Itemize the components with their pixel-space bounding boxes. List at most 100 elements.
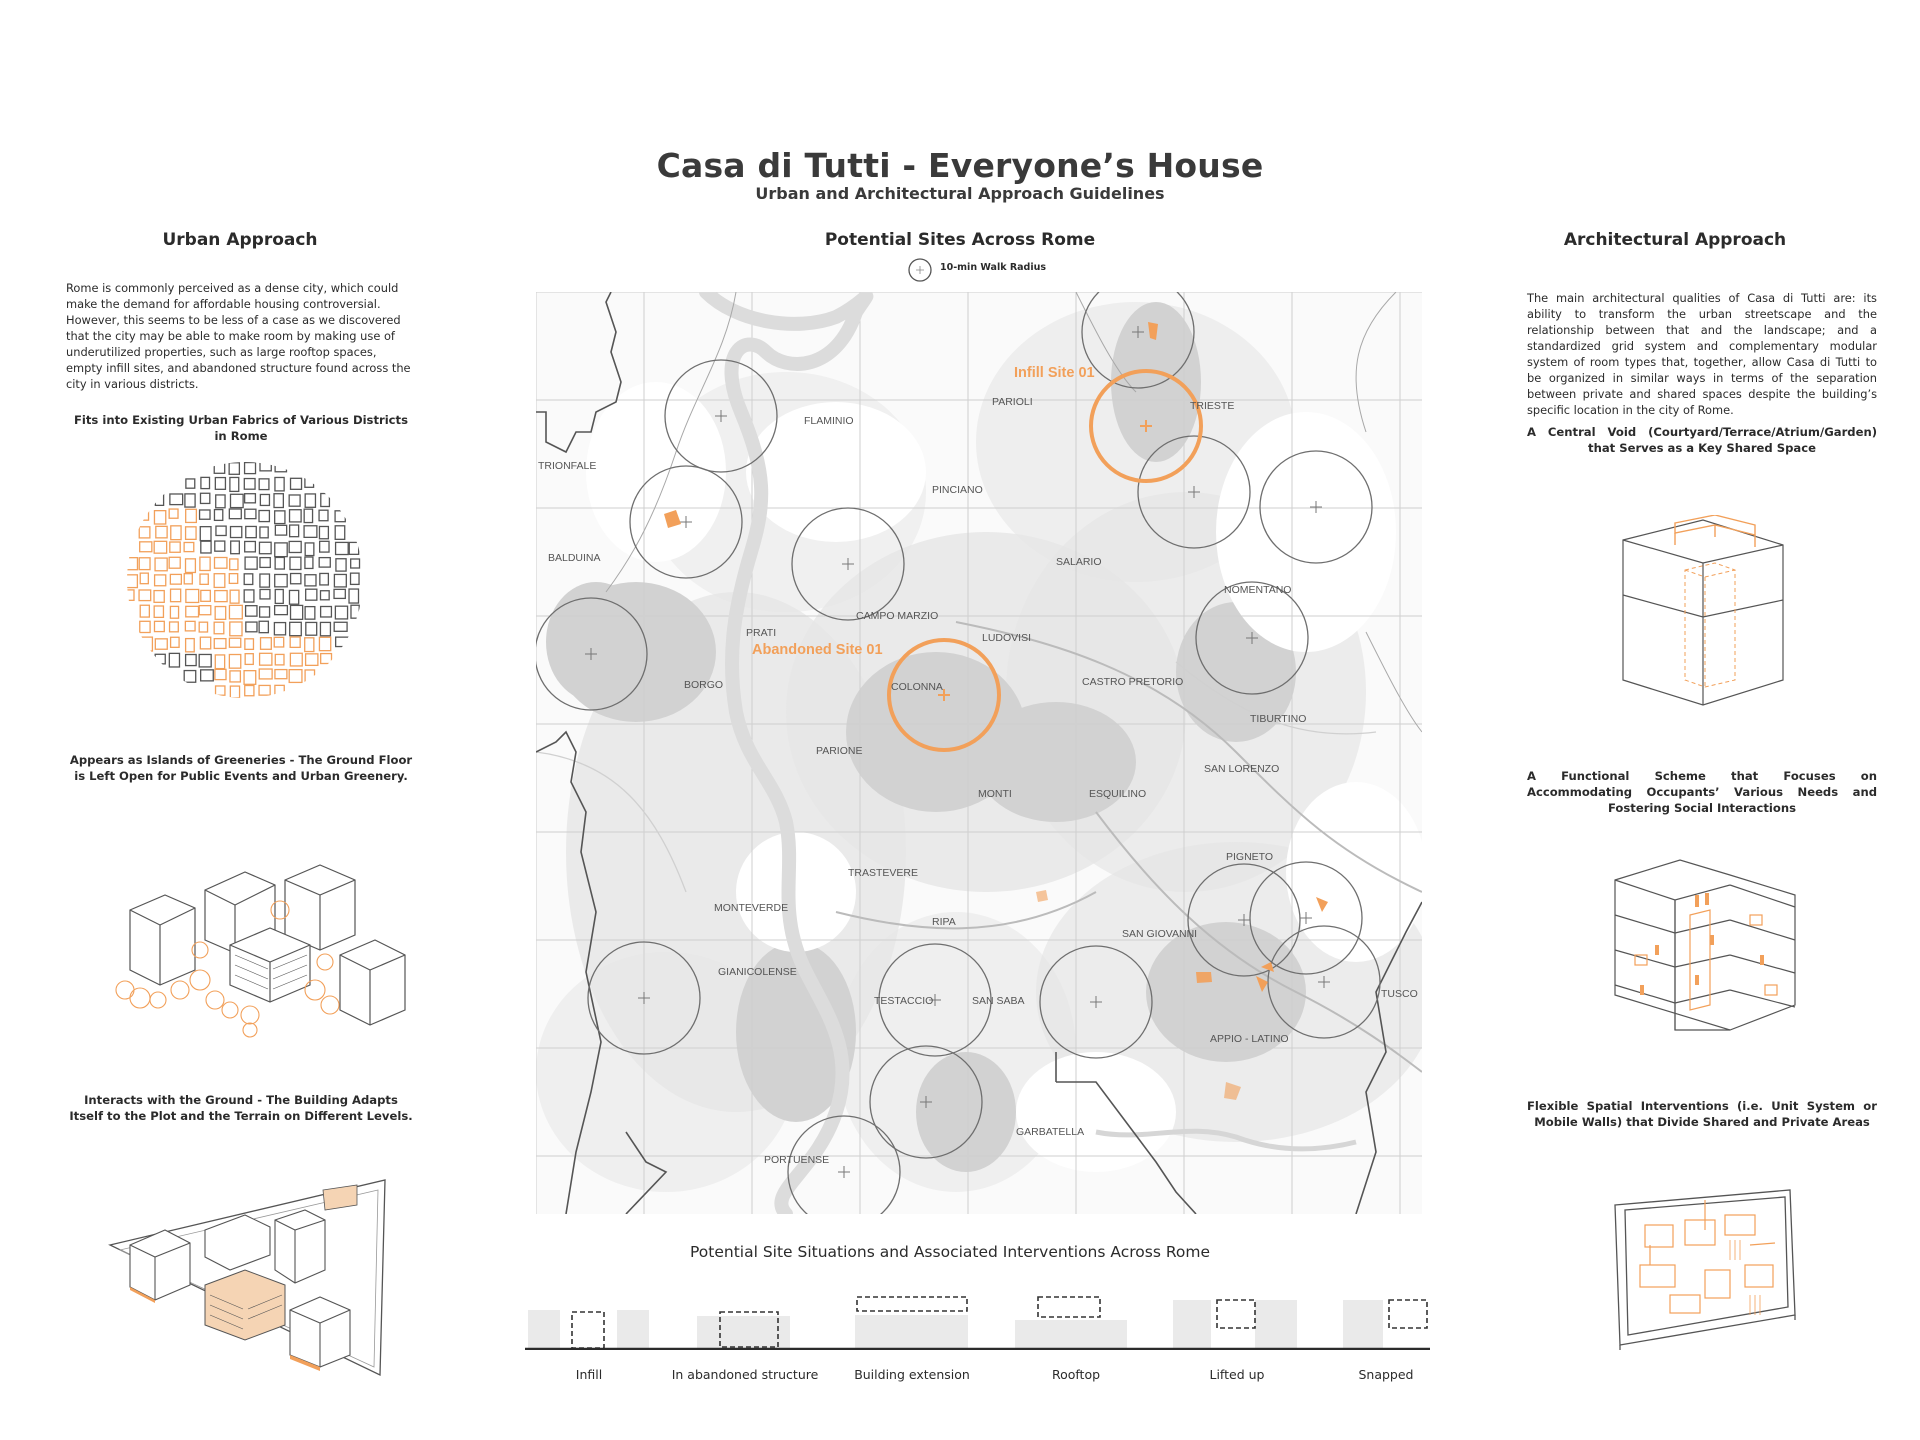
fabric-block	[154, 653, 166, 665]
fabric-block	[288, 668, 303, 684]
fabric-block	[228, 653, 242, 669]
fabric-block	[318, 540, 330, 553]
fabric-block	[214, 668, 227, 681]
fabric-block	[184, 526, 197, 540]
central-void-diagram	[1622, 515, 1784, 706]
fabric-block	[258, 652, 273, 666]
district-label: APPIO - LATINO	[1210, 1033, 1289, 1045]
walk-radius-center	[920, 1096, 932, 1108]
fabric-block	[168, 556, 181, 569]
district-label: LUDOVISI	[982, 632, 1031, 644]
district-label: MONTI	[978, 788, 1012, 800]
fabric-block	[243, 477, 256, 490]
fabric-block	[153, 605, 165, 619]
fabric-block	[183, 541, 195, 553]
fabric-block	[229, 621, 243, 637]
page-subtitle: Urban and Architectural Approach Guideli…	[755, 184, 1165, 203]
fabric-block	[169, 573, 182, 585]
fabric-block	[244, 508, 257, 520]
fabric-block	[214, 476, 227, 490]
fabric-block	[273, 604, 289, 616]
fabric-block	[184, 637, 195, 653]
fabric-block	[319, 605, 333, 618]
fabric-block	[198, 509, 211, 520]
fabric-block	[334, 605, 349, 620]
fabric-block	[289, 636, 301, 649]
fabric-block	[213, 637, 227, 650]
fabric-block	[289, 572, 302, 585]
walk-radius-center	[1132, 326, 1144, 338]
walk-radius-circle	[1259, 450, 1373, 564]
fabric-block	[288, 589, 300, 605]
walk-radius-circle	[787, 1115, 901, 1214]
fabric-block	[213, 508, 224, 522]
walk-radius-circle	[791, 507, 905, 621]
walk-radius-center	[1238, 914, 1250, 926]
fabric-block	[333, 621, 348, 632]
fabric-block	[229, 493, 244, 509]
fabric-block	[184, 653, 197, 667]
fabric-block	[228, 604, 243, 620]
walk-radius-center	[680, 516, 692, 528]
fabric-block	[169, 493, 184, 506]
fabric-block	[184, 620, 196, 632]
urban-caption-3: Interacts with the Ground - The Building…	[69, 1093, 413, 1123]
fabric-block	[319, 590, 330, 601]
walk-radius-circle	[1187, 863, 1301, 977]
fabric-block	[168, 508, 179, 519]
walk-radius-center	[638, 992, 650, 1004]
walk-radius-legend-icon	[908, 258, 932, 282]
walk-radius-circle	[1195, 581, 1309, 695]
fabric-block	[288, 540, 302, 554]
fabric-block	[318, 636, 332, 652]
flexible-spatial-diagram	[1614, 1189, 1796, 1350]
fabric-block	[318, 525, 330, 540]
fabric-block	[198, 605, 212, 616]
fabric-block	[259, 588, 271, 600]
fabric-block	[259, 556, 271, 569]
walk-radius-center	[1310, 501, 1322, 513]
situations-diagram	[525, 1296, 1430, 1350]
fabric-block	[243, 589, 255, 603]
fabric-block	[304, 542, 315, 557]
fabric-block	[348, 541, 360, 555]
fabric-block	[259, 493, 271, 507]
district-label: BORGO	[684, 679, 723, 691]
walk-radius-center	[1246, 632, 1258, 644]
fabric-block	[273, 636, 285, 648]
fabric-block	[169, 605, 180, 619]
fabric-block	[274, 573, 288, 588]
fabric-block	[258, 478, 270, 491]
fabric-block	[168, 621, 179, 633]
fabric-block	[289, 652, 303, 667]
situation-label-lifted: Lifted up	[1209, 1367, 1265, 1382]
walk-radius-circle	[629, 465, 743, 579]
fabric-block	[274, 588, 284, 605]
fabric-block	[127, 574, 139, 589]
fabric-block	[258, 668, 273, 680]
fabric-block	[349, 572, 360, 586]
arch-heading: Architectural Approach	[1563, 230, 1787, 250]
fabric-block	[184, 558, 197, 574]
fabric-block	[274, 476, 285, 492]
district-label: SAN GIOVANNI	[1122, 928, 1197, 940]
walk-radius-center	[1188, 486, 1200, 498]
situations-heading: Potential Site Situations and Associated…	[689, 1243, 1211, 1261]
walk-radius-center	[1318, 976, 1330, 988]
fabric-block	[350, 558, 361, 569]
walk-radius-circle	[869, 1045, 983, 1159]
fabric-block	[154, 557, 168, 572]
district-label: PRATI	[746, 627, 776, 639]
district-label: PARIOLI	[992, 396, 1033, 408]
fabric-block	[170, 525, 182, 541]
fabric-block	[138, 589, 152, 602]
fabric-block	[184, 493, 196, 508]
fabric-block	[274, 542, 288, 558]
fabric-block	[304, 605, 316, 620]
district-label: MONTEVERDE	[714, 902, 788, 914]
urban-intro: Rome is commonly perceived as a dense ci…	[66, 281, 411, 391]
fabric-block	[334, 541, 349, 556]
fabric-block	[244, 540, 257, 553]
fabric-block	[200, 589, 211, 602]
fabric-block	[199, 636, 212, 650]
